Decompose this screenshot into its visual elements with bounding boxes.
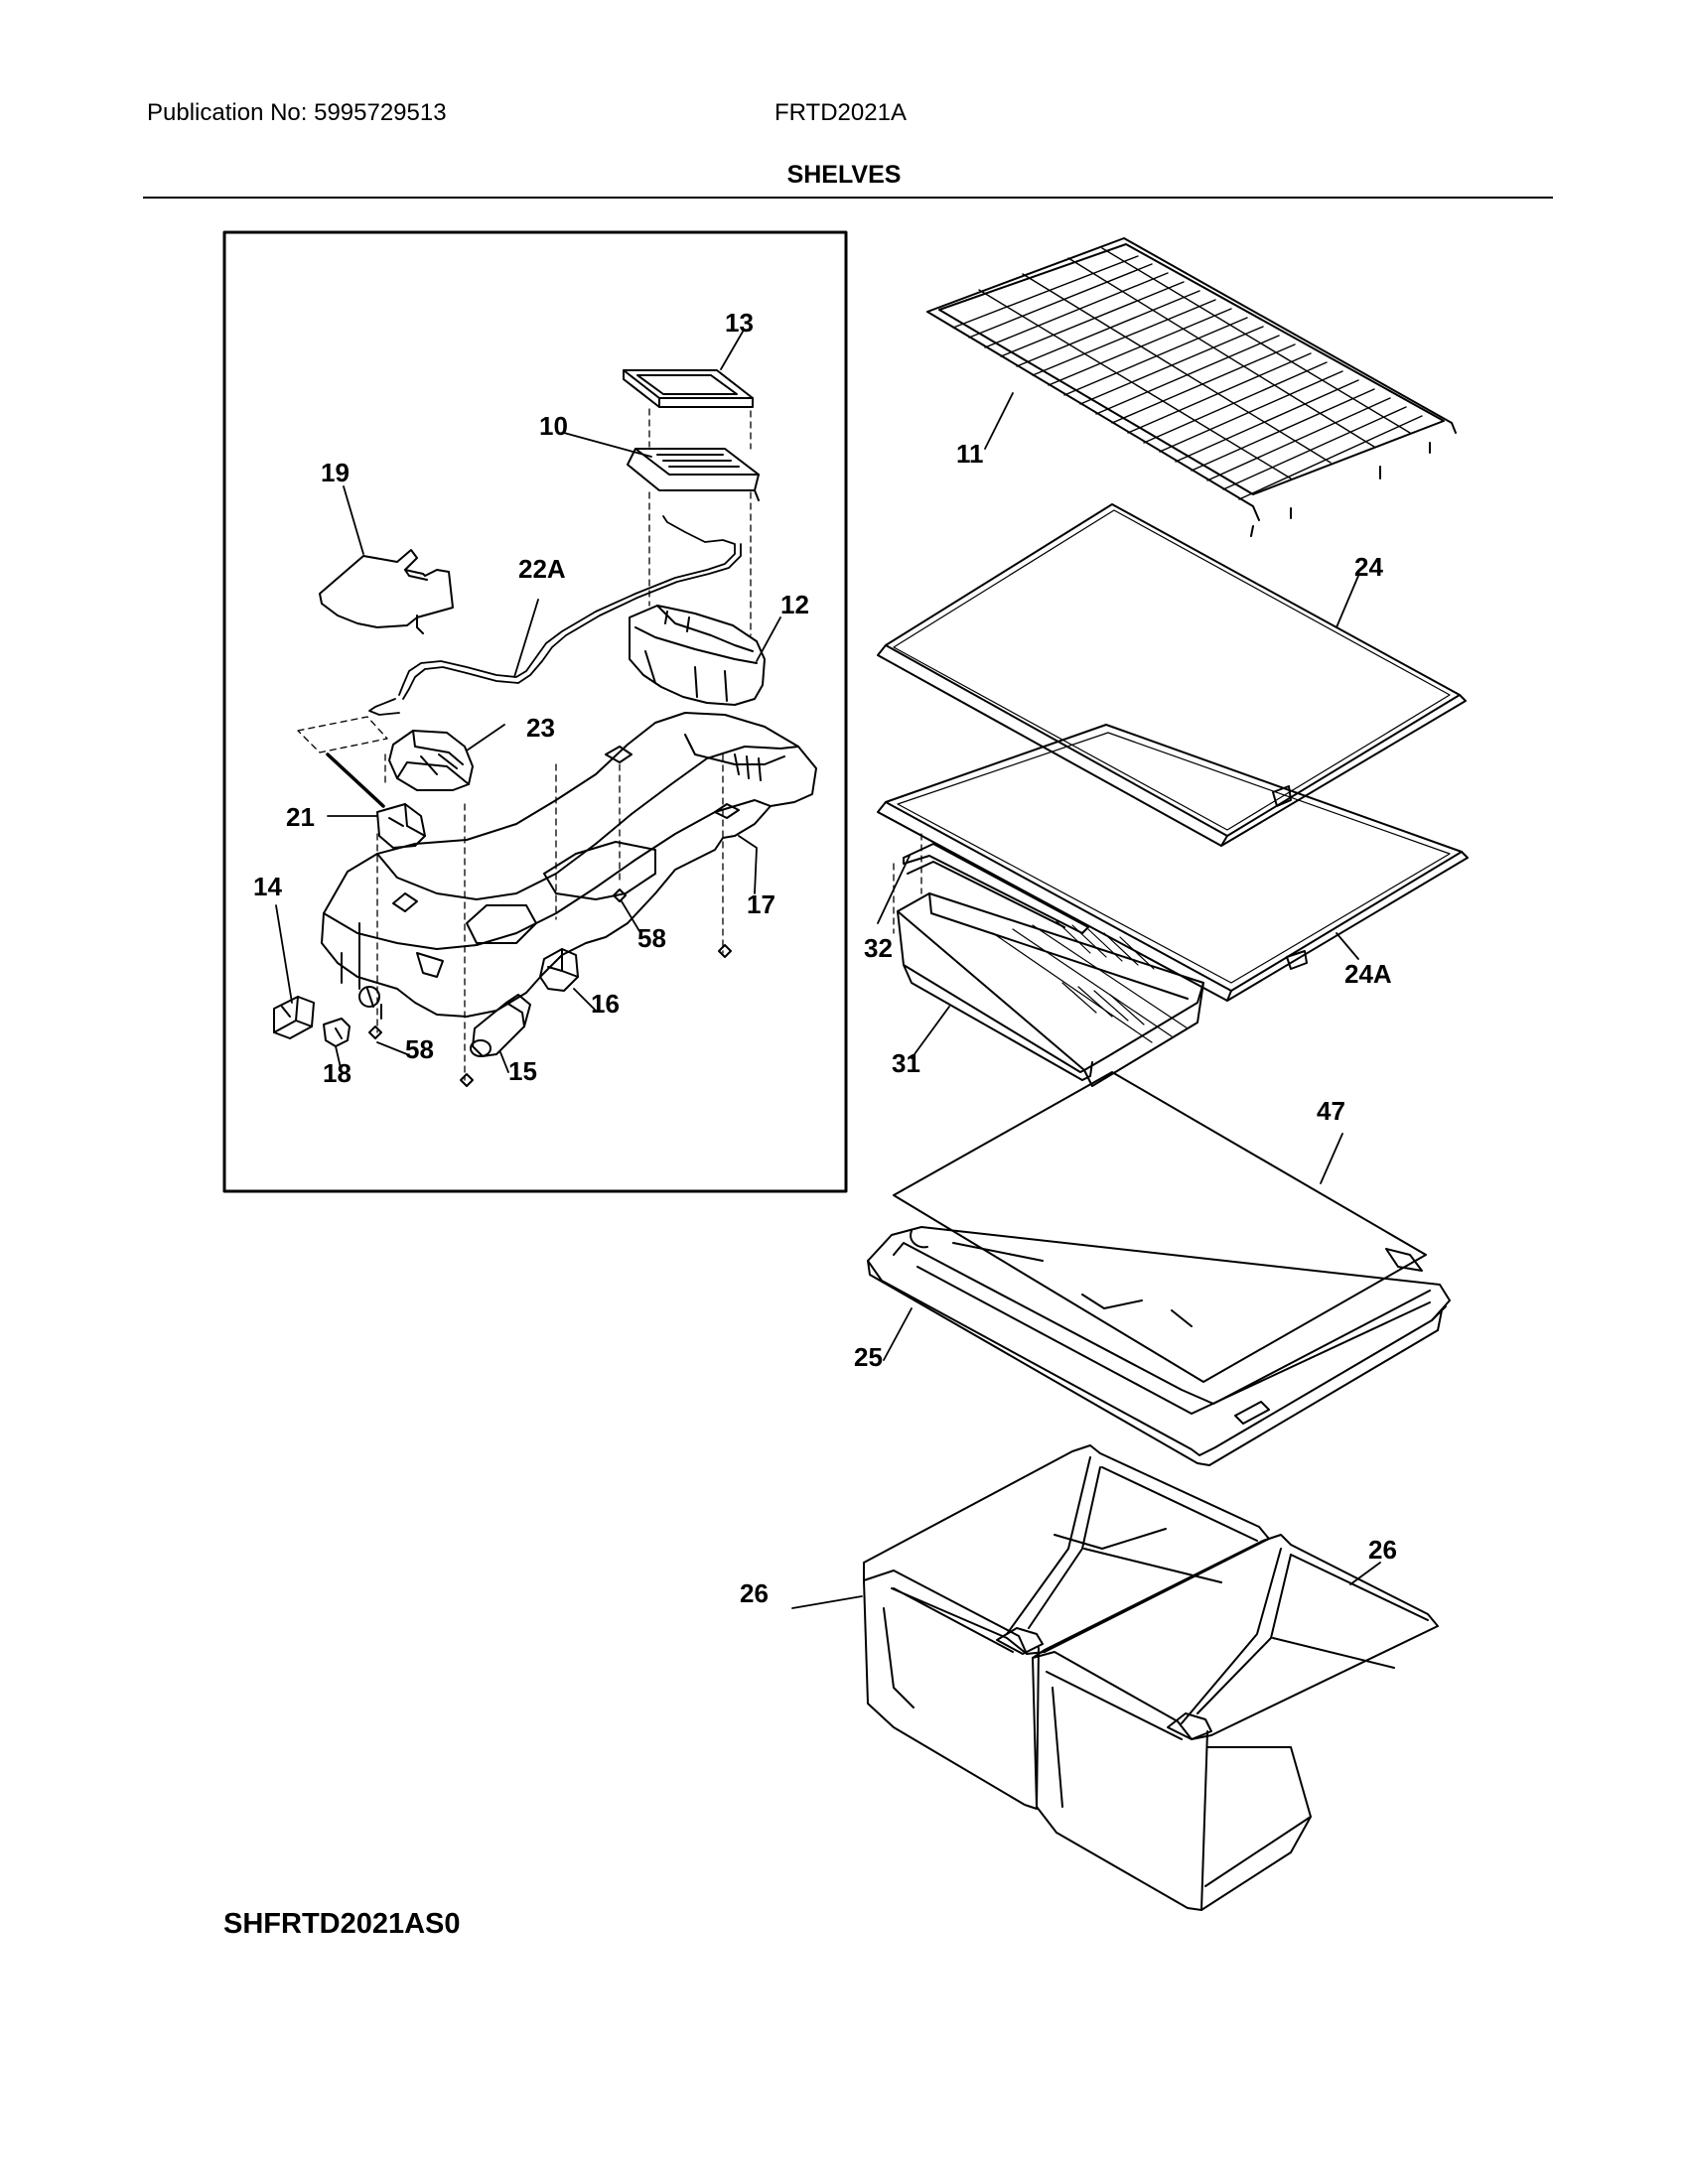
part-10-filter-housing — [627, 448, 760, 501]
callout-10: 10 — [539, 411, 568, 441]
part-16-socket — [539, 948, 579, 992]
part-23-damper — [388, 730, 474, 791]
callout-32: 32 — [864, 933, 893, 963]
part-12-housing — [629, 605, 766, 706]
callout-26: 26 — [740, 1578, 769, 1608]
callout-23: 23 — [526, 713, 555, 743]
part-11-wire-shelf — [926, 237, 1457, 537]
inset-frame — [222, 230, 848, 1193]
callout-58: 58 — [405, 1034, 434, 1064]
publication-number: Publication No: 5995729513 — [147, 99, 447, 126]
callout-labels: 13 10 19 22A 12 23 21 14 17 58 58 16 15 18 11 24 24A 32 31… — [253, 308, 1397, 1608]
part-22A-wire-harness — [368, 515, 742, 716]
part-47-glass-panel — [893, 1071, 1427, 1383]
part-58-screws — [368, 888, 732, 1087]
callout-58: 58 — [637, 923, 666, 953]
part-18-fastener — [323, 1018, 351, 1047]
callout-12: 12 — [780, 590, 809, 619]
header-divider — [143, 197, 1553, 199]
model-number: FRTD2021A — [774, 99, 907, 126]
guide-lines — [297, 408, 922, 1081]
part-32-rail — [903, 843, 1089, 934]
callout-25: 25 — [854, 1342, 883, 1372]
diagram-code: SHFRTD2021AS0 — [223, 1908, 461, 1940]
callout-47: 47 — [1317, 1096, 1345, 1126]
part-14-switch — [273, 996, 315, 1039]
callout-24: 24 — [1354, 552, 1383, 582]
callout-11: 11 — [956, 439, 984, 469]
part-24-glass-shelf — [877, 503, 1467, 847]
part-19-bracket — [319, 549, 454, 634]
callout-17: 17 — [747, 889, 775, 919]
part-26-bin-left — [863, 1444, 1270, 1810]
part-26-bin-right — [1032, 1534, 1439, 1911]
callout-16: 16 — [591, 989, 620, 1019]
callout-26: 26 — [1368, 1535, 1397, 1565]
callout-18: 18 — [323, 1058, 352, 1088]
part-15-bulb — [470, 994, 531, 1057]
part-24A-glass-shelf — [877, 724, 1469, 1002]
part-31-drawer — [897, 892, 1204, 1087]
callout-13: 13 — [725, 308, 754, 338]
part-17-control-housing — [321, 712, 817, 1020]
leader-lines — [275, 331, 1381, 1609]
part-25-crisper-frame — [867, 1226, 1451, 1466]
part-13-filter-cover — [623, 369, 754, 408]
part-21-switch — [326, 752, 426, 849]
callout-22A: 22A — [518, 554, 566, 584]
page-title: SHELVES — [786, 161, 902, 189]
callout-14: 14 — [253, 872, 282, 901]
callout-15: 15 — [508, 1056, 537, 1086]
callout-21: 21 — [286, 802, 315, 832]
callout-31: 31 — [892, 1048, 920, 1078]
callout-24A: 24A — [1344, 959, 1392, 989]
callout-19: 19 — [321, 458, 350, 487]
